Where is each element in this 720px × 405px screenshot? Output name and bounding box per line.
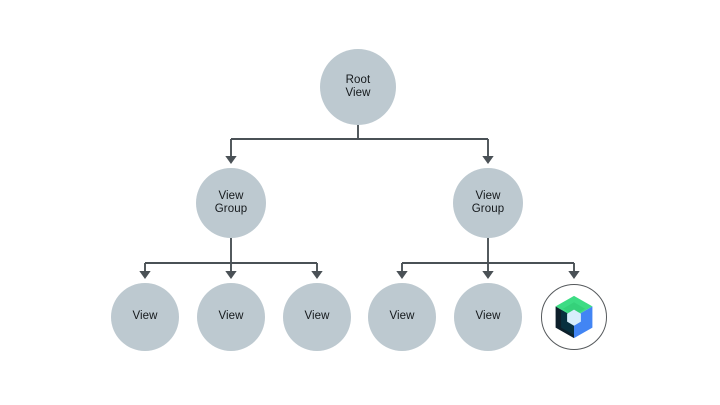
node-view-4[interactable]: View: [368, 283, 436, 351]
node-view-3-label: View: [304, 310, 330, 323]
node-view-1[interactable]: View: [111, 283, 179, 351]
node-view-1-label: View: [132, 310, 158, 323]
node-view-2[interactable]: View: [197, 283, 265, 351]
jetpack-compose-logo-icon: [555, 295, 593, 339]
node-view-5[interactable]: View: [454, 283, 522, 351]
node-view-4-label: View: [389, 310, 415, 323]
node-view-2-label: View: [218, 310, 244, 323]
node-compose-leaf[interactable]: [541, 284, 607, 350]
node-view-group-left[interactable]: View Group: [196, 168, 266, 238]
node-view-group-right[interactable]: View Group: [453, 168, 523, 238]
node-view-5-label: View: [475, 310, 501, 323]
node-root-view[interactable]: Root View: [320, 49, 396, 125]
node-view-3[interactable]: View: [283, 283, 351, 351]
node-view-group-left-label: View Group: [214, 189, 248, 216]
node-root-view-label: Root View: [345, 73, 371, 100]
node-view-group-right-label: View Group: [471, 189, 505, 216]
